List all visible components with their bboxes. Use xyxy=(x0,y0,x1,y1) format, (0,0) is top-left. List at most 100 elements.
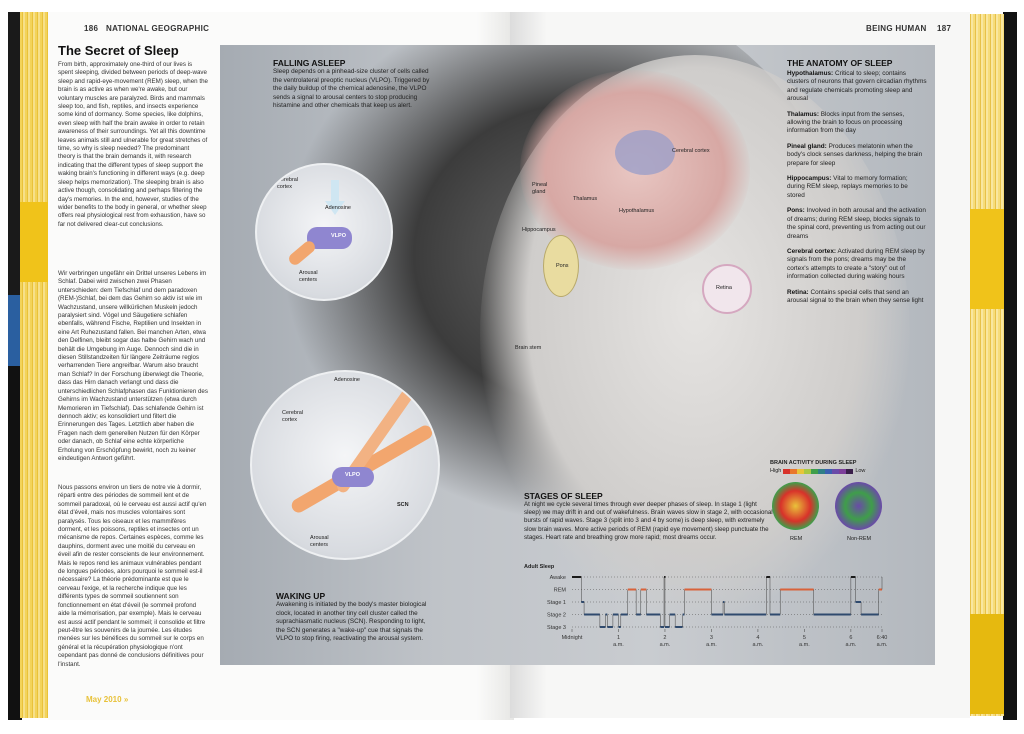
waking-up-diagram: Adenosine Cerebral cortex VLPO SCN Arous… xyxy=(250,370,440,560)
scale-swatch xyxy=(811,468,819,474)
book-cover-left xyxy=(8,12,22,720)
anatomy-description: Blocks input from the senses, allowing t… xyxy=(787,110,905,135)
anatomy-term: Hippocampus: xyxy=(787,175,832,183)
scale-swatch xyxy=(825,468,833,474)
x-tick-sublabel: a.m. xyxy=(660,642,671,648)
anatomy-term: Hypothalamus: xyxy=(787,70,834,77)
label-vlpo: VLPO xyxy=(345,472,360,478)
label-arousal-centers: Arousal centers xyxy=(310,535,329,548)
x-tick-sublabel: a.m. xyxy=(753,642,764,648)
label-cerebral-cortex: Cerebral cortex xyxy=(277,177,299,190)
non-rem-label: Non-REM xyxy=(847,536,872,542)
label-arousal-centers: Arousal centers xyxy=(299,270,318,283)
falling-asleep-text: Sleep depends on a pinhead-size cluster … xyxy=(273,68,430,110)
x-tick-label: 2 xyxy=(663,635,666,641)
scale-low-label: Low xyxy=(855,468,866,474)
label-retina: Retina xyxy=(716,285,732,291)
scale-swatch xyxy=(804,468,812,474)
label-hippocampus: Hippocampus xyxy=(522,227,556,233)
anatomy-description: Involved in both arousal and the activat… xyxy=(787,207,926,240)
body-text-french: Nous passons environ un tiers de notre v… xyxy=(58,484,207,668)
label-adenosine: Adenosine xyxy=(325,205,351,211)
label-thalamus: Thalamus xyxy=(573,196,598,202)
falling-asleep-diagram: Cerebral cortex Adenosine VLPO Arousal c… xyxy=(255,163,393,301)
stages-text: At night we cycle several times through … xyxy=(524,501,773,541)
y-tick-label: REM xyxy=(554,588,567,594)
label-scn: SCN xyxy=(397,502,409,508)
anatomy-item: Hypothalamus: Critical to sleep; contain… xyxy=(787,70,927,104)
scale-swatch xyxy=(797,468,805,474)
label-cerebral-cortex: Cerebral cortex xyxy=(672,148,710,154)
y-tick-label: Stage 2 xyxy=(547,613,566,619)
anatomy-item: Thalamus: Blocks input from the senses, … xyxy=(787,111,927,136)
retina-shape xyxy=(702,264,752,314)
anatomy-item: Hippocampus: Vital to memory formation; … xyxy=(787,175,927,200)
anatomy-term: Cerebral cortex: xyxy=(787,247,837,255)
x-tick-label: 1 xyxy=(617,635,620,641)
x-tick-label: Midnight xyxy=(562,635,583,641)
book-cover-right xyxy=(1003,12,1017,720)
x-tick-label: 6 xyxy=(849,635,852,641)
x-tick-sublabel: a.m. xyxy=(846,642,857,648)
y-tick-label: Stage 1 xyxy=(547,600,566,606)
x-tick-label: 3 xyxy=(710,635,713,641)
vlpo-shape xyxy=(332,467,374,487)
scale-swatch xyxy=(818,468,826,474)
label-pons: Pons xyxy=(556,263,569,269)
brain-activity-title: BRAIN ACTIVITY DURING SLEEP xyxy=(770,460,857,466)
non-rem-scan xyxy=(835,482,882,530)
anatomy-title: THE ANATOMY OF SLEEP xyxy=(787,58,893,68)
running-head: BEING HUMAN xyxy=(866,24,927,33)
x-tick-label: 5 xyxy=(803,635,806,641)
anatomy-item: Pineal gland: Produces melatonin when th… xyxy=(787,143,927,168)
label-adenosine: Adenosine xyxy=(334,377,360,383)
falling-asleep-section: FALLING ASLEEP Sleep depends on a pinhea… xyxy=(273,58,438,111)
footer-date: May 2010 » xyxy=(86,695,129,704)
running-head: NATIONAL GEOGRAPHIC xyxy=(106,24,210,33)
thalamus-shape xyxy=(615,130,675,175)
vlpo-shape xyxy=(307,227,352,249)
rem-label: REM xyxy=(790,536,803,542)
anatomy-item: Cerebral cortex: Activated during REM sl… xyxy=(787,248,927,282)
stages-title: STAGES OF SLEEP xyxy=(524,491,603,501)
illustration-panel: Cerebral cortex Pineal gland Thalamus Hy… xyxy=(220,45,935,665)
x-tick-label: 4 xyxy=(756,635,759,641)
scale-swatch xyxy=(783,468,791,474)
anatomy-description: Contains special cells that send an arou… xyxy=(787,288,924,304)
anatomy-term: Retina: xyxy=(787,288,809,296)
label-cerebral-cortex: Cerebral cortex xyxy=(282,410,304,423)
scale-swatch xyxy=(846,468,854,474)
scale-swatch xyxy=(839,468,847,474)
x-tick-sublabel: a.m. xyxy=(706,642,717,648)
anatomy-description: Activated during REM sleep by signals fr… xyxy=(787,247,925,281)
anatomy-item: Pons: Involved in both arousal and the a… xyxy=(787,207,927,241)
x-tick-sublabel: a.m. xyxy=(613,642,624,648)
scale-swatch xyxy=(832,468,840,474)
label-brain-stem: Brain stem xyxy=(515,345,542,351)
x-tick-sublabel: a.m. xyxy=(799,642,810,648)
y-tick-label: Stage 3 xyxy=(547,625,566,631)
stages-of-sleep-section: STAGES OF SLEEP At night we cycle severa… xyxy=(524,491,774,542)
anatomy-term: Pons: xyxy=(787,207,805,215)
falling-asleep-title: FALLING ASLEEP xyxy=(273,58,346,68)
label-vlpo: VLPO xyxy=(331,233,346,239)
page-edges-right xyxy=(968,14,1004,716)
chart-title: Adult Sleep xyxy=(524,564,555,570)
body-text-german: Wir verbringen ungefähr ein Drittel unse… xyxy=(58,270,208,462)
waking-up-text: Awakening is initiated by the body's mas… xyxy=(276,601,427,643)
page-edges-left xyxy=(20,12,50,718)
scale-swatch xyxy=(790,468,798,474)
article-title: The Secret of Sleep xyxy=(58,43,179,58)
label-hypothalamus: Hypothalamus xyxy=(619,208,655,214)
anatomy-of-sleep-section: THE ANATOMY OF SLEEP Hypothalamus: Criti… xyxy=(787,58,927,312)
waking-up-section: WAKING UP Awakening is initiated by the … xyxy=(276,591,436,644)
body-text-english: From birth, approximately one-third of o… xyxy=(58,61,208,228)
anatomy-term: Thalamus: xyxy=(787,110,819,118)
x-tick-sublabel: a.m. xyxy=(877,642,888,648)
y-tick-label: Awake xyxy=(550,575,566,581)
x-tick-label: 6:40 xyxy=(877,635,888,641)
waking-up-title: WAKING UP xyxy=(276,591,326,601)
pons-shape xyxy=(543,235,579,297)
anatomy-description: Critical to sleep; contains clusters of … xyxy=(787,70,927,103)
